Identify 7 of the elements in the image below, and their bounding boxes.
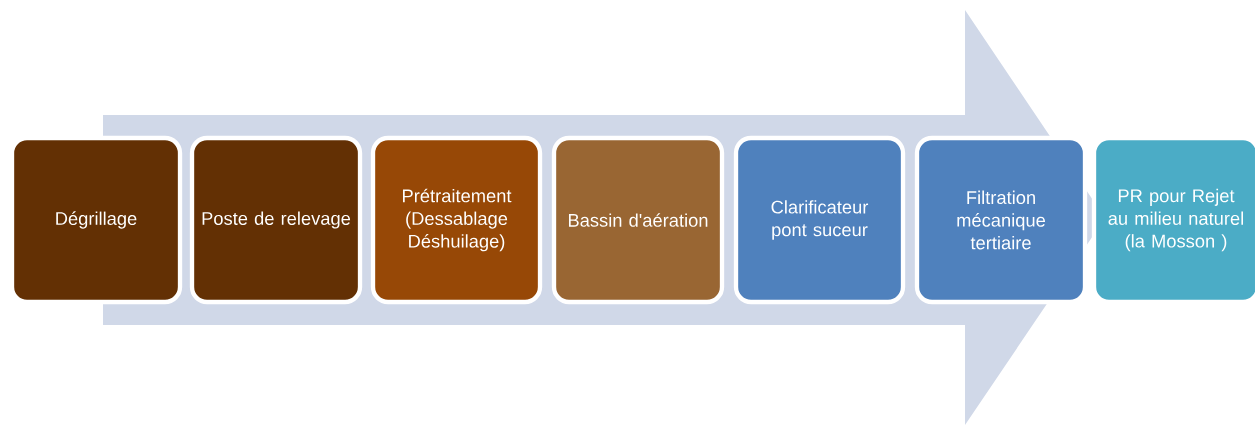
- process-box: PR pour Rejet au milieu naturel (la Mosson ): [1091, 135, 1255, 305]
- process-box: Dégrillage: [9, 135, 183, 305]
- process-box: Prétraitement (Dessablage Déshuilage): [370, 135, 543, 305]
- process-box: Poste de relevage: [189, 135, 363, 305]
- process-box: Clarificateur pont suceur: [733, 135, 906, 305]
- process-box: Filtration mécanique tertiaire: [914, 135, 1088, 305]
- process-box: Bassin d'aération: [551, 135, 725, 305]
